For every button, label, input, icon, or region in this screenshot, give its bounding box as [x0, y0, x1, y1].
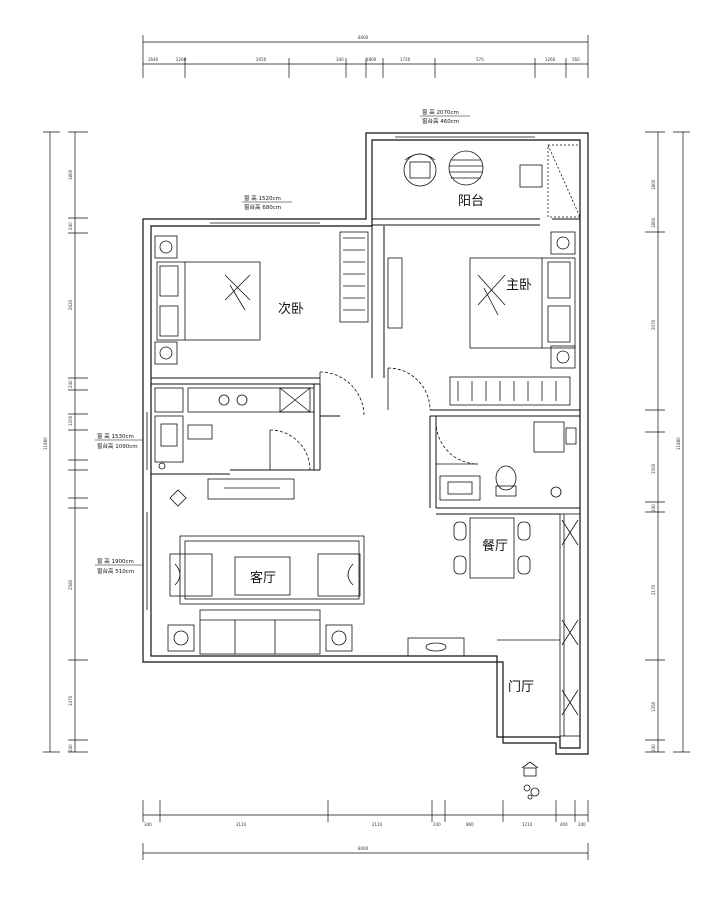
- bottom-dim-6: 1210: [522, 822, 533, 827]
- left-dim-2: 240: [68, 222, 73, 230]
- top-dim-6: 1720: [400, 57, 411, 62]
- bottom-segment-dimensions: 340 3110 2110 240 860 1210 400 240: [144, 822, 586, 827]
- left-dim-7: 1470: [68, 695, 73, 706]
- room-label-entrance: 门厅: [508, 680, 534, 695]
- second-bedroom-furniture: [154, 231, 369, 365]
- bottom-dim-5: 860: [466, 822, 474, 827]
- bottom-dim-2: 3110: [236, 822, 247, 827]
- top-dimension-lines: [142, 35, 589, 78]
- bottom-dim-3: 2110: [372, 822, 383, 827]
- top-dim-3: 2050: [256, 57, 267, 62]
- bedroom2-window-height: 窗 高 1520cm: [244, 194, 281, 202]
- kitchen-window-sill: 窗台高 1090cm: [97, 442, 138, 450]
- kitchen-window-height: 窗 高 1530cm: [97, 432, 134, 440]
- right-dim-4: 1500: [651, 463, 656, 474]
- windows: [142, 132, 535, 610]
- living-window-sill: 窗台高 510cm: [97, 567, 134, 575]
- bottom-dim-7: 400: [560, 822, 568, 827]
- right-total-dimension: 11880: [676, 437, 681, 450]
- entrance-icon: [521, 761, 540, 800]
- interior-walls: [151, 218, 580, 515]
- top-dim-8: 1260: [545, 57, 556, 62]
- balcony-furniture: [403, 144, 581, 218]
- right-dim-1: 1800: [651, 179, 656, 190]
- top-dim-1: 2640: [148, 57, 159, 62]
- top-dim-4: 340: [336, 57, 344, 62]
- balcony-window-sill: 窗台高 460cm: [422, 117, 459, 125]
- left-segment-dimensions: 1800 240 2620 240 1200 2580 1470 240: [68, 169, 73, 752]
- left-dim-8: 240: [68, 744, 73, 752]
- right-dimension-lines: [645, 131, 690, 753]
- top-segment-dimensions: 2640 2260 2050 340 1800 1720 570 1260 56…: [148, 57, 580, 62]
- bottom-total-dimension: 8400: [358, 846, 369, 851]
- right-dim-6: 2170: [651, 584, 656, 595]
- bottom-dim-8: 240: [578, 822, 586, 827]
- left-dimension-lines: [43, 131, 88, 753]
- master-bedroom-furniture: [387, 231, 576, 406]
- room-label-dining: 餐厅: [482, 538, 508, 554]
- bottom-dim-1: 340: [144, 822, 152, 827]
- balcony-window-height: 窗 高 2070cm: [422, 108, 459, 116]
- left-dim-5: 1200: [68, 415, 73, 426]
- top-total-dimension: 8400: [358, 35, 369, 40]
- kitchen-furniture: [154, 387, 315, 470]
- top-dim-9: 560: [572, 57, 580, 62]
- dining-furniture: [453, 513, 581, 737]
- top-dim-5: 1800: [366, 57, 377, 62]
- right-dim-7: 1350: [651, 701, 656, 712]
- right-segment-dimensions: 1800 1800 2070 1500 240 2170 1350 240: [651, 179, 656, 752]
- left-dim-3: 2620: [68, 299, 73, 310]
- room-label-balcony: 阳台: [458, 194, 484, 209]
- bathroom-fixtures: [439, 421, 577, 501]
- left-dim-1: 1800: [68, 169, 73, 180]
- room-label-master-bedroom: 主卧: [506, 278, 532, 293]
- living-window-height: 窗 高 1900cm: [97, 557, 134, 565]
- right-dim-5: 240: [651, 504, 656, 512]
- top-dim-2: 2260: [176, 57, 187, 62]
- left-total-dimension: 11880: [43, 437, 48, 450]
- bottom-dimension-lines: [142, 800, 589, 860]
- living-furniture: [167, 478, 465, 657]
- right-dim-2: 1800: [651, 217, 656, 228]
- bottom-dim-4: 240: [433, 822, 441, 827]
- bedroom2-window-sill: 窗台高 680cm: [244, 203, 281, 211]
- left-dim-6: 2580: [68, 579, 73, 590]
- room-label-living: 客厅: [250, 570, 276, 586]
- top-dim-7: 570: [476, 57, 484, 62]
- doors: [269, 367, 560, 641]
- exterior-walls: [142, 132, 589, 755]
- room-label-second-bedroom: 次卧: [278, 301, 304, 317]
- right-dim-8: 240: [651, 744, 656, 752]
- right-dim-3: 2070: [651, 319, 656, 330]
- left-dim-4: 240: [68, 380, 73, 388]
